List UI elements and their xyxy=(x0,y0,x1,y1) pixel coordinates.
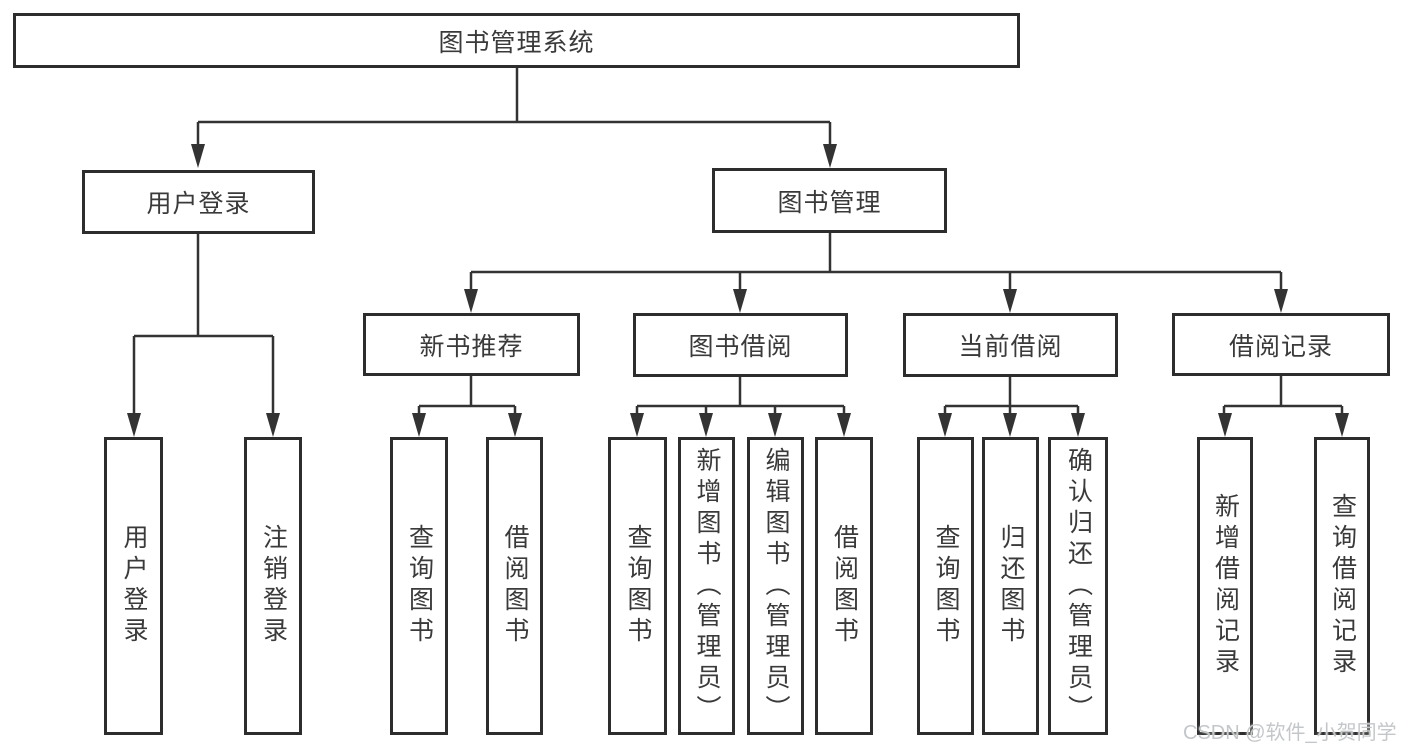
leaf-current-confirm-return-admin: 确认归还（管理员） xyxy=(1048,437,1108,735)
leaf-current-query-books-label: 查询图书 xyxy=(932,524,960,648)
node-borrow-records: 借阅记录 xyxy=(1172,313,1390,376)
leaf-borrow-borrow-books: 借阅图书 xyxy=(815,437,873,735)
leaf-recommend-borrow-books: 借阅图书 xyxy=(486,437,543,735)
leaf-borrow-borrow-books-label: 借阅图书 xyxy=(830,524,859,648)
leaf-borrow-query-books: 查询图书 xyxy=(608,437,667,735)
leaf-borrow-query-books-label: 查询图书 xyxy=(624,524,652,648)
leaf-user-login: 用户登录 xyxy=(104,437,163,735)
leaf-current-confirm-return-admin-label: 确认归还（管理员） xyxy=(1064,446,1093,726)
leaf-borrow-edit-books-admin-label: 编辑图书（管理员） xyxy=(762,446,790,726)
leaf-records-query-record: 查询借阅记录 xyxy=(1314,437,1370,735)
leaf-recommend-query-books-label: 查询图书 xyxy=(405,524,434,648)
node-book-borrow: 图书借阅 xyxy=(633,313,848,377)
leaf-recommend-query-books: 查询图书 xyxy=(390,437,448,735)
node-borrow-records-label: 借阅记录 xyxy=(1228,332,1333,361)
node-book-management-label: 图书管理 xyxy=(777,188,882,217)
leaf-borrow-add-books-admin: 新增图书（管理员） xyxy=(678,437,735,735)
leaf-current-query-books: 查询图书 xyxy=(917,437,974,735)
node-current-borrow: 当前借阅 xyxy=(903,313,1118,377)
node-root: 图书管理系统 xyxy=(13,13,1020,68)
leaf-borrow-add-books-admin-label: 新增图书（管理员） xyxy=(693,446,721,726)
leaf-records-query-record-label: 查询借阅记录 xyxy=(1328,493,1357,679)
node-user-login: 用户登录 xyxy=(82,170,315,234)
leaf-logout-login-label: 注销登录 xyxy=(259,524,288,648)
node-user-login-label: 用户登录 xyxy=(146,190,251,218)
leaf-records-add-record: 新增借阅记录 xyxy=(1197,437,1253,735)
leaf-current-return-books-label: 归还图书 xyxy=(997,524,1025,648)
leaf-borrow-edit-books-admin: 编辑图书（管理员） xyxy=(747,437,804,735)
leaf-current-return-books: 归还图书 xyxy=(982,437,1039,735)
node-new-book-recommend-label: 新书推荐 xyxy=(419,332,524,361)
watermark: CSDN @软件_小贺同学 xyxy=(1183,722,1397,744)
leaf-logout-login: 注销登录 xyxy=(244,437,302,735)
leaf-records-add-record-label: 新增借阅记录 xyxy=(1211,493,1240,679)
leaf-user-login-label: 用户登录 xyxy=(120,524,148,648)
node-new-book-recommend: 新书推荐 xyxy=(363,313,580,376)
node-current-borrow-label: 当前借阅 xyxy=(958,333,1063,361)
node-book-management: 图书管理 xyxy=(712,168,947,233)
node-book-borrow-label: 图书借阅 xyxy=(688,333,793,361)
leaf-recommend-borrow-books-label: 借阅图书 xyxy=(501,524,529,648)
node-root-label: 图书管理系统 xyxy=(438,28,595,57)
